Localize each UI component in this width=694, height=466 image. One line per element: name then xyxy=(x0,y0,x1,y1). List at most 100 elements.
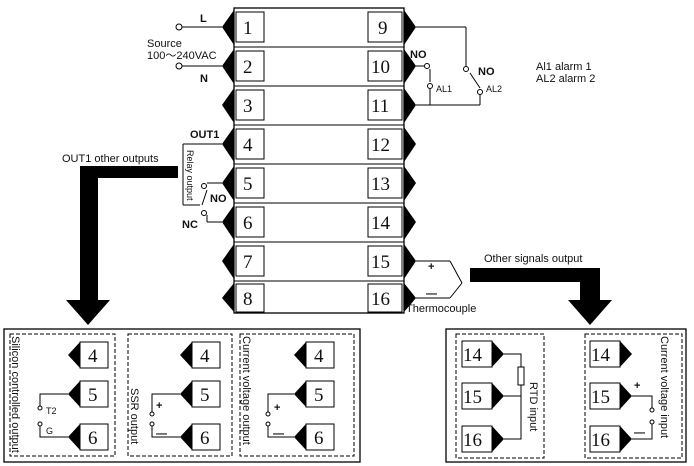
thermocouple-minus: — xyxy=(426,288,437,300)
l-terminal-dot xyxy=(175,23,183,31)
rtd-term-15: 15 xyxy=(461,382,504,410)
alarm-legend-1: Al1 alarm 1 xyxy=(536,61,592,73)
svg-text:6: 6 xyxy=(314,428,324,449)
cv-term-4: 4 xyxy=(294,341,335,369)
other-signals-arrow xyxy=(470,268,612,325)
relay-no-label: NO xyxy=(210,193,227,205)
left-terminal-column: 1 2 3 4 5 6 7 xyxy=(222,10,265,313)
cvin-plus: + xyxy=(634,380,640,392)
al1-no-label: NO xyxy=(410,49,427,61)
out1-relay: OUT1 Relay output NO NC xyxy=(182,129,227,231)
terminal-5-label: 5 xyxy=(243,174,253,195)
terminal-16-label: 16 xyxy=(371,289,390,310)
rtd-term-14: 14 xyxy=(461,340,504,368)
svg-text:15: 15 xyxy=(591,387,610,408)
scr-term-6: 6 xyxy=(68,423,109,451)
cvin-minus: — xyxy=(634,427,645,439)
thermocouple-label: Thermocouple xyxy=(406,303,476,315)
terminal-2-label: 2 xyxy=(243,57,253,78)
ssr-term-4: 4 xyxy=(180,341,221,369)
terminal-8: 8 xyxy=(222,283,265,313)
ssr-term-6: 6 xyxy=(180,423,221,451)
terminal-12: 12 xyxy=(367,127,416,162)
svg-text:6: 6 xyxy=(200,428,210,449)
terminal-8-label: 8 xyxy=(243,289,253,310)
n-label: N xyxy=(200,73,208,85)
terminal-13-label: 13 xyxy=(371,174,390,195)
alarm-wiring: NO AL2 NO AL1 Al1 alarm 1 AL2 alarm 2 xyxy=(410,26,595,106)
cvin-term-14: 14 xyxy=(589,340,632,368)
scr-term-5: 5 xyxy=(68,380,109,408)
terminal-6: 6 xyxy=(222,205,265,240)
source-label: Source xyxy=(147,38,182,50)
svg-text:5: 5 xyxy=(200,385,210,406)
n-terminal-dot xyxy=(175,62,183,70)
cv-minus: — xyxy=(273,428,284,440)
relay-nc-label: NC xyxy=(182,219,198,231)
power-wiring: L N Source 100～240VAC xyxy=(147,13,222,85)
svg-text:5: 5 xyxy=(314,385,324,406)
ssr-term-5: 5 xyxy=(180,380,221,408)
terminal-15: 15 xyxy=(367,244,416,279)
svg-text:15: 15 xyxy=(463,387,482,408)
svg-text:16: 16 xyxy=(591,430,610,451)
svg-text:16: 16 xyxy=(463,430,482,451)
terminal-16: 16 xyxy=(367,283,416,313)
terminal-10-label: 10 xyxy=(371,57,390,78)
out1-options-panel: Silicon controlled output 4 5 6 T2 G SSR… xyxy=(3,328,361,463)
svg-text:6: 6 xyxy=(88,428,98,449)
svg-text:14: 14 xyxy=(591,345,611,366)
terminal-10: 10 xyxy=(367,49,416,84)
ssr-output-label: SSR output xyxy=(128,388,140,444)
scr-g-label: G xyxy=(46,426,53,436)
terminal-3: 3 xyxy=(222,88,265,123)
cv-input-label: Current voltage input xyxy=(658,336,670,438)
thermocouple-wiring: + — Thermocouple Other signals output xyxy=(406,253,582,315)
al2-label: AL2 xyxy=(486,84,502,94)
terminal-1-label: 1 xyxy=(243,18,253,39)
terminal-7-label: 7 xyxy=(243,252,253,273)
alarm-legend-2: AL2 alarm 2 xyxy=(536,73,595,85)
svg-text:4: 4 xyxy=(88,346,98,367)
rtd-input-label: RTD input xyxy=(527,382,539,431)
scr-term-4: 4 xyxy=(68,341,109,369)
out1-other-outputs-label: OUT1 other outputs xyxy=(62,153,159,165)
scr-output-label: Silicon controlled output xyxy=(9,336,21,453)
out1-other-outputs-arrow: OUT1 other outputs xyxy=(62,153,178,325)
cvin-term-15: 15 xyxy=(589,382,632,410)
al1-label: AL1 xyxy=(436,84,452,94)
terminal-15-label: 15 xyxy=(371,252,390,273)
terminal-11: 11 xyxy=(367,88,416,123)
other-signals-label: Other signals output xyxy=(484,253,582,265)
terminal-5: 5 xyxy=(222,166,265,201)
cv-plus: + xyxy=(274,402,280,414)
terminal-9: 9 xyxy=(367,10,416,45)
thermocouple-plus: + xyxy=(428,261,434,273)
input-options-panel: 14 15 16 RTD input 14 15 xyxy=(445,328,687,463)
al2-no-label: NO xyxy=(478,66,495,78)
cv-output-label: Current voltage output xyxy=(240,336,252,445)
terminal-6-label: 6 xyxy=(243,213,253,234)
terminal-4-label: 4 xyxy=(243,135,253,156)
terminal-4: 4 xyxy=(222,127,265,162)
svg-text:14: 14 xyxy=(463,345,483,366)
rtd-term-16: 16 xyxy=(461,425,504,453)
ssr-plus: + xyxy=(156,400,162,412)
svg-text:5: 5 xyxy=(88,385,98,406)
terminal-11-label: 11 xyxy=(371,96,389,117)
right-terminal-column: 9 10 11 12 13 14 15 xyxy=(367,10,416,313)
terminal-13: 13 xyxy=(367,166,416,201)
terminal-7: 7 xyxy=(222,244,265,279)
svg-text:4: 4 xyxy=(200,346,210,367)
voltage-label: 100～240VAC xyxy=(147,50,217,62)
relay-output-label: Relay output xyxy=(185,150,195,201)
out1-label: OUT1 xyxy=(190,129,219,141)
ssr-minus: — xyxy=(156,428,167,440)
cv-term-5: 5 xyxy=(294,380,335,408)
l-label: L xyxy=(200,13,207,25)
terminal-3-label: 3 xyxy=(243,96,253,117)
cvin-term-16: 16 xyxy=(589,425,632,453)
terminal-14: 14 xyxy=(367,205,416,240)
terminal-14-label: 14 xyxy=(371,213,391,234)
